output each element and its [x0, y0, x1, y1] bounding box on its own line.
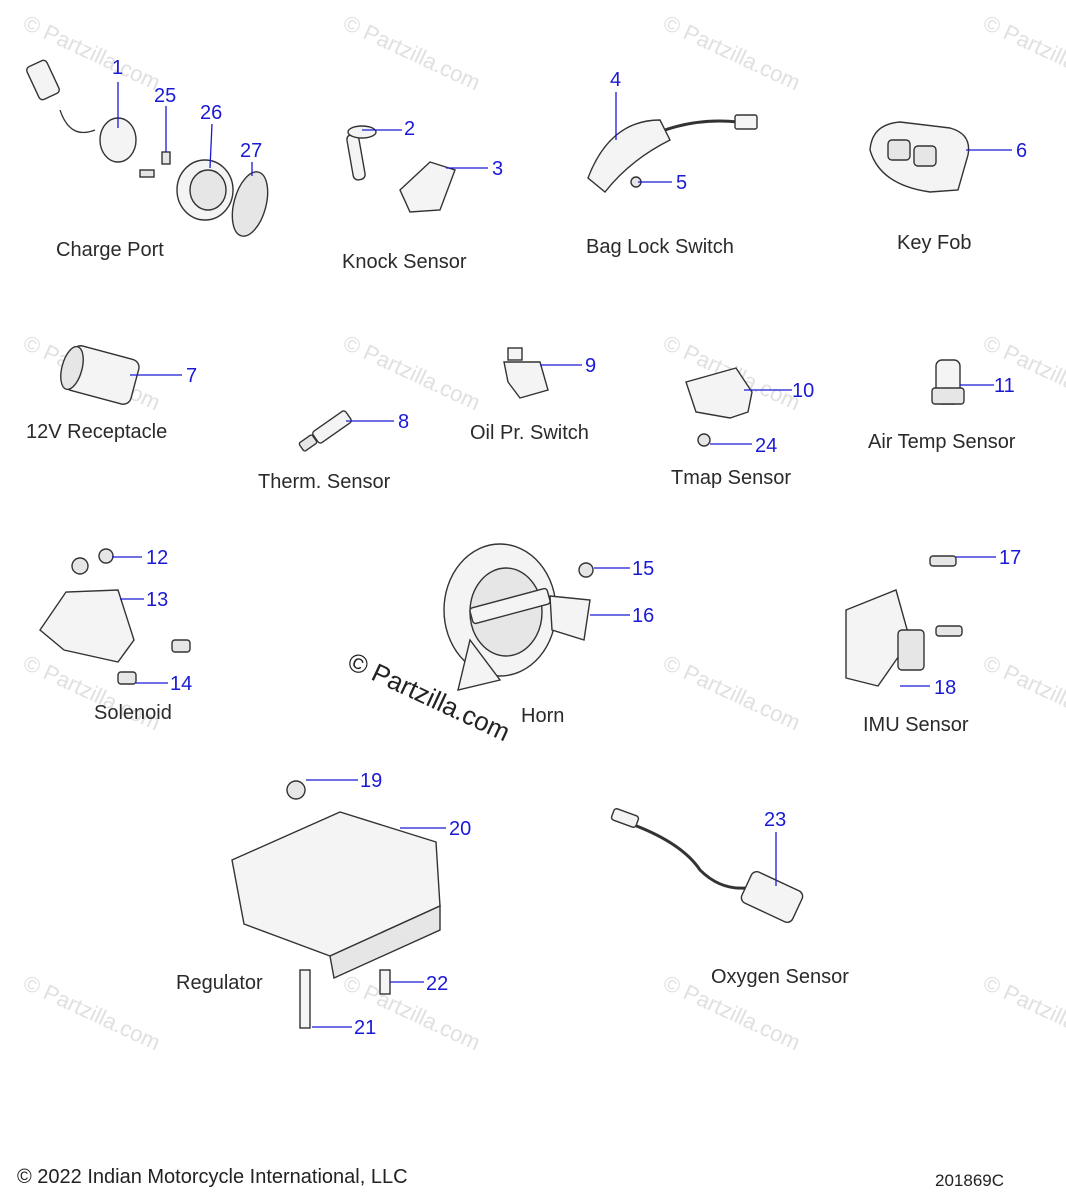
callout-15[interactable]: 15 [632, 558, 655, 580]
callout-27[interactable]: 27 [240, 140, 263, 162]
group-label-oxygen-sensor: Oxygen Sensor [711, 966, 849, 988]
imu-sensor-drawing [845, 555, 963, 687]
group-label-key-fob: Key Fob [897, 232, 972, 254]
callout-14[interactable]: 14 [170, 673, 193, 695]
knock-sensor-drawing [346, 125, 456, 213]
callout-5[interactable]: 5 [676, 172, 688, 194]
regulator-drawing [231, 780, 441, 1029]
horn-drawing [443, 543, 594, 691]
callout-6[interactable]: 6 [1016, 140, 1028, 162]
group-label-air-temp-sensor: Air Temp Sensor [868, 431, 1016, 453]
therm-sensor-drawing [298, 410, 352, 452]
group-label-charge-port: Charge Port [56, 239, 164, 261]
group-label-oil-pr-switch: Oil Pr. Switch [470, 422, 589, 444]
callout-2[interactable]: 2 [404, 118, 416, 140]
receptacle-12v-drawing [60, 345, 140, 405]
callout-8[interactable]: 8 [398, 411, 410, 433]
callout-16[interactable]: 16 [632, 605, 655, 627]
group-label-therm-sensor: Therm. Sensor [258, 471, 391, 493]
callout-20[interactable]: 20 [449, 818, 472, 840]
group-label-tmap-sensor: Tmap Sensor [671, 467, 792, 489]
group-label-solenoid: Solenoid [94, 702, 172, 724]
callout-9[interactable]: 9 [585, 355, 597, 377]
group-label-horn: Horn [521, 705, 565, 727]
oil-pr-switch-drawing [503, 347, 549, 399]
diagram-code: 201869C [935, 1171, 1005, 1190]
group-label-imu-sensor: IMU Sensor [863, 714, 969, 736]
group-label-regulator: Regulator [176, 972, 263, 994]
callout-10[interactable]: 10 [792, 380, 815, 402]
callout-7[interactable]: 7 [186, 365, 198, 387]
callout-21[interactable]: 21 [354, 1017, 377, 1039]
callout-18[interactable]: 18 [934, 677, 957, 699]
callout-22[interactable]: 22 [426, 973, 449, 995]
callout-13[interactable]: 13 [146, 589, 169, 611]
callout-23[interactable]: 23 [764, 809, 787, 831]
leader-lines [112, 82, 1012, 1028]
callout-25[interactable]: 25 [154, 85, 177, 107]
callout-11[interactable]: 11 [994, 375, 1015, 397]
group-label-12v-receptacle: 12V Receptacle [26, 421, 168, 443]
solenoid-drawing [39, 548, 191, 685]
oxygen-sensor-drawing [610, 808, 804, 923]
callout-3[interactable]: 3 [492, 158, 504, 180]
tmap-sensor-drawing [685, 367, 753, 447]
charge-port-drawing [26, 59, 269, 237]
callout-17[interactable]: 17 [999, 547, 1022, 569]
callout-24[interactable]: 24 [755, 435, 778, 457]
bag-lock-switch-drawing [587, 114, 758, 193]
callout-1[interactable]: 1 [112, 57, 124, 79]
air-temp-sensor-drawing [931, 359, 965, 405]
group-label-knock-sensor: Knock Sensor [342, 251, 467, 273]
callout-19[interactable]: 19 [360, 770, 383, 792]
group-label-bag-lock-switch: Bag Lock Switch [586, 236, 734, 258]
callout-4[interactable]: 4 [610, 69, 622, 91]
callout-12[interactable]: 12 [146, 547, 169, 569]
key-fob-drawing [869, 121, 970, 193]
callout-26[interactable]: 26 [200, 102, 223, 124]
copyright-text: © 2022 Indian Motorcycle International, … [17, 1166, 408, 1188]
